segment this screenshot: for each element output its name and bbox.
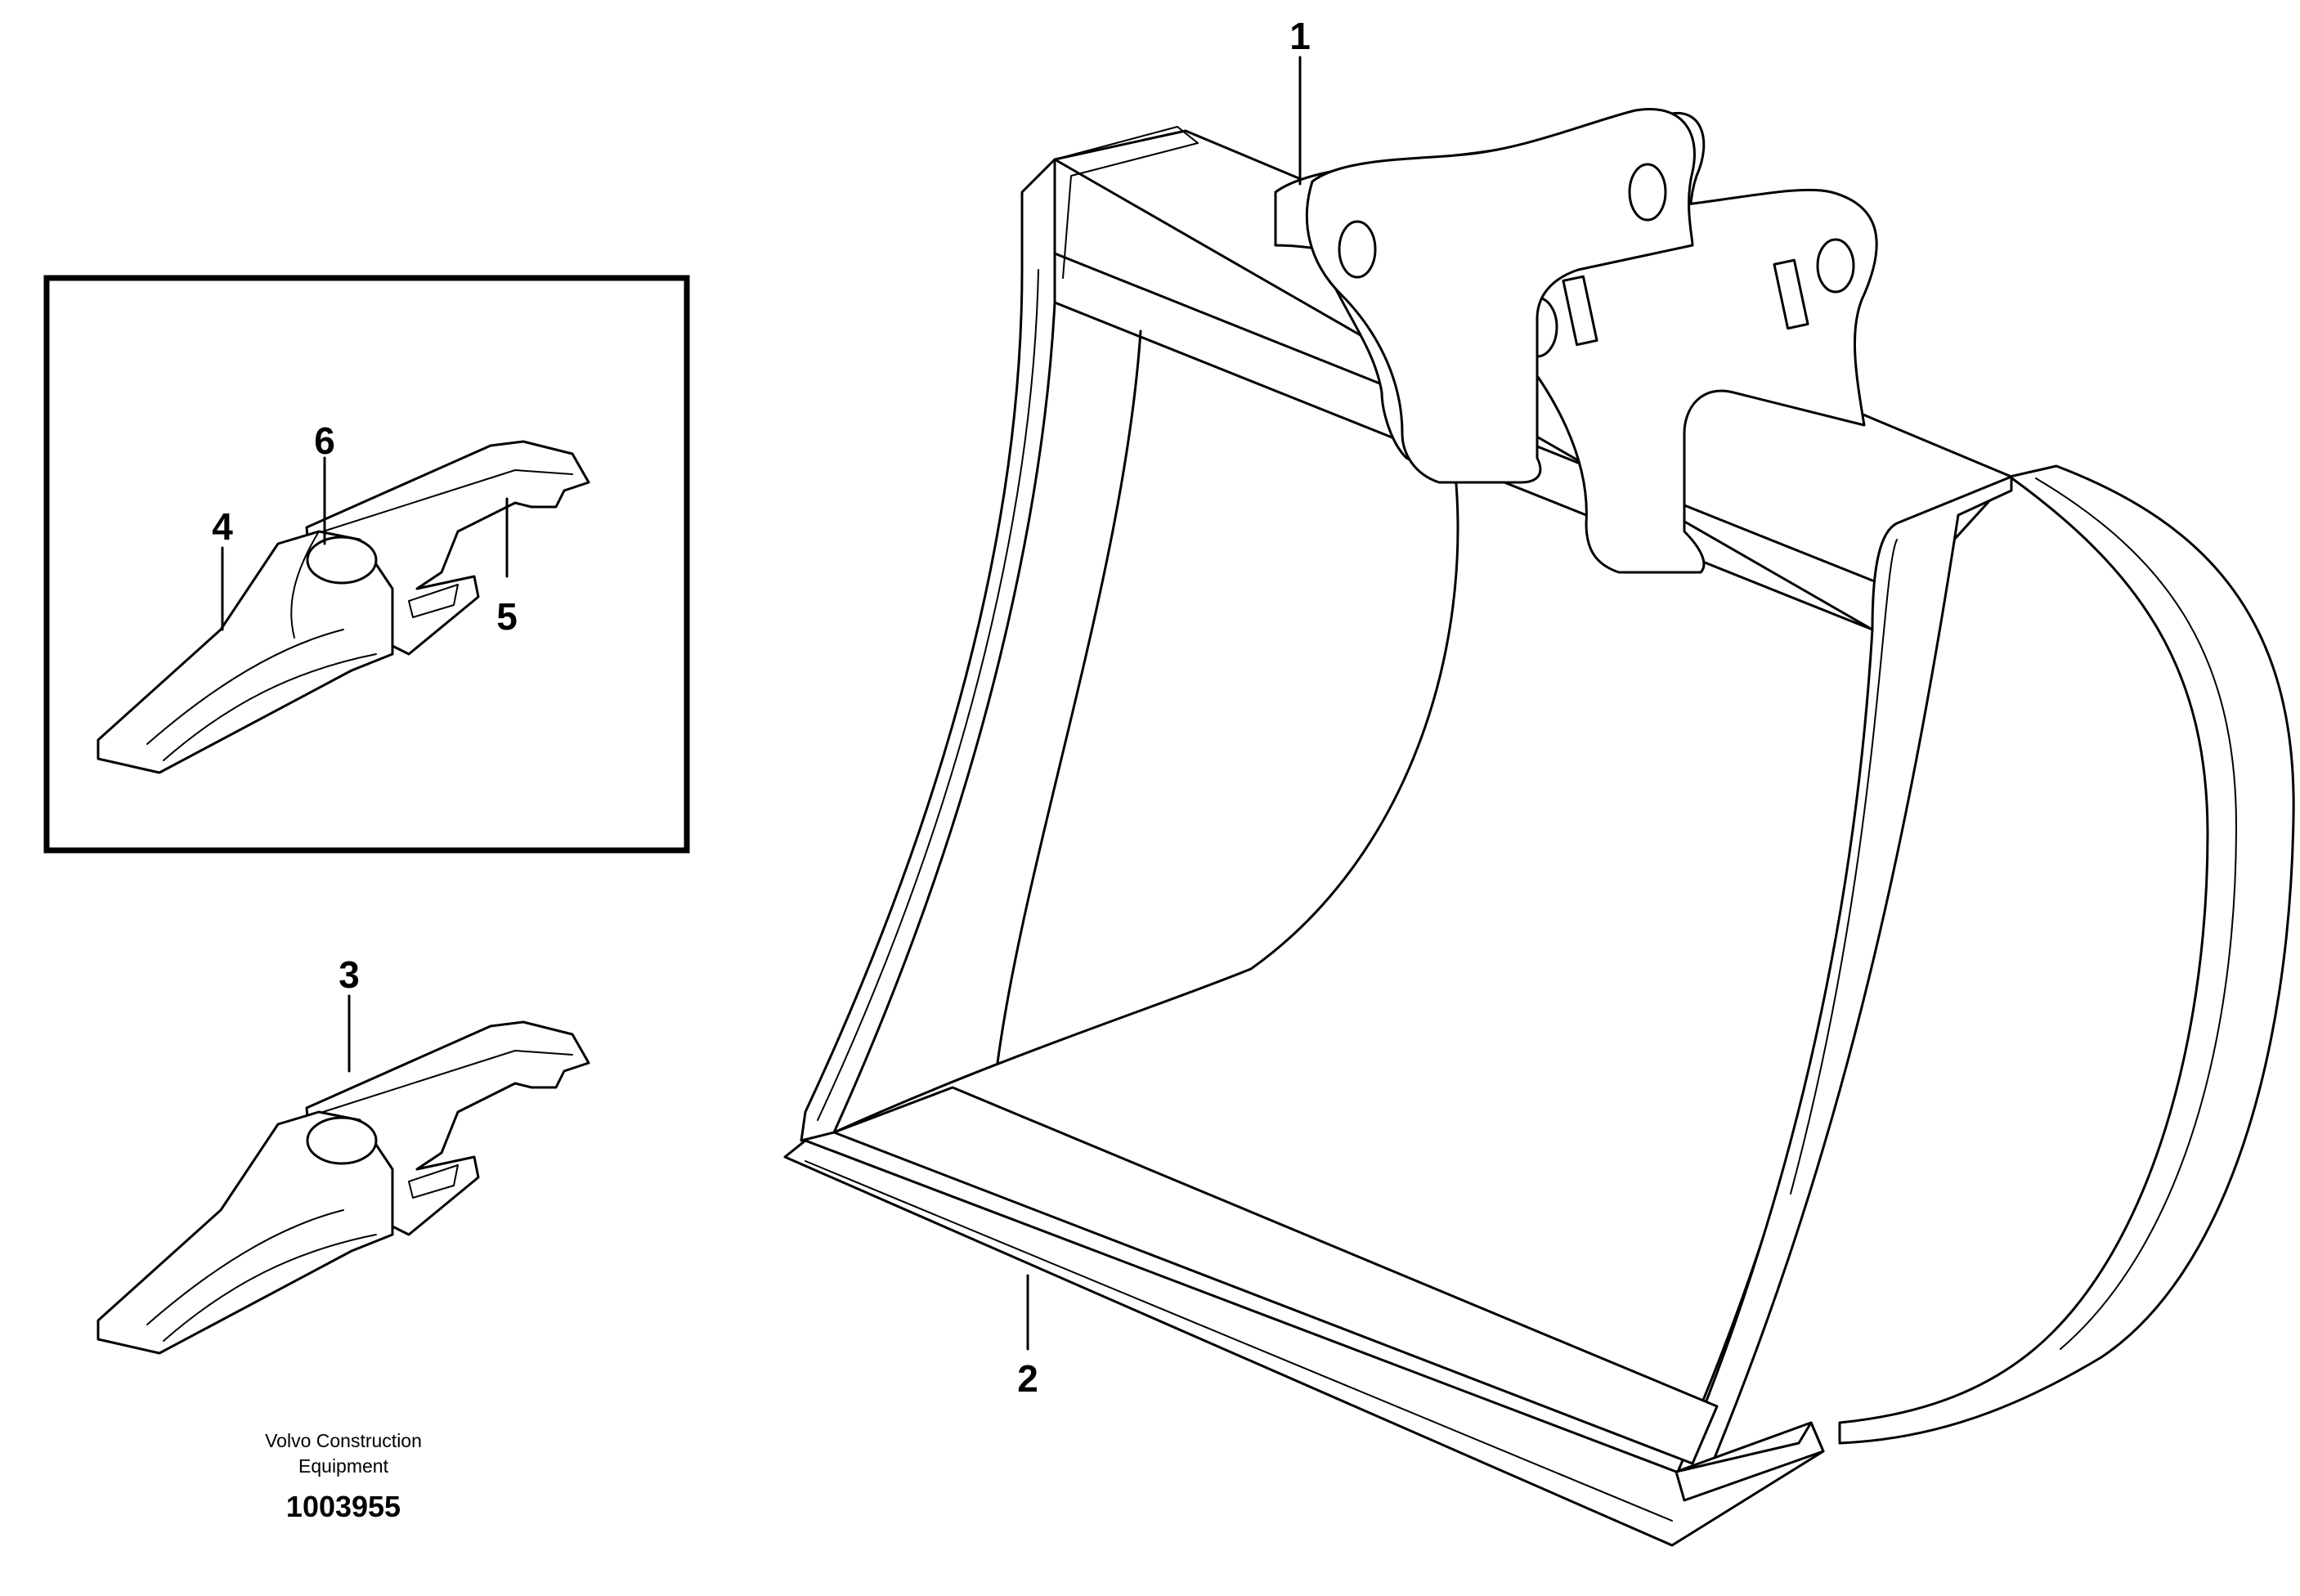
- bucket-back-inner-edge: [2035, 477, 2237, 1350]
- tooth-tip-groove: [146, 629, 344, 745]
- tooth-assembly-inset: [96, 440, 590, 774]
- callout-leaders: [221, 56, 1302, 1351]
- front-pin-hole-right: [1816, 238, 1855, 294]
- caption-line-2: Equipment: [298, 1455, 389, 1477]
- bucket-floor: [832, 1086, 1719, 1465]
- inset-frame: [43, 275, 690, 854]
- bucket-back-shell: [1838, 464, 2295, 1445]
- left-bracket-hole-a: [1338, 220, 1377, 279]
- inner-left-wall: [996, 330, 1142, 1065]
- right-side-plate-edge: [1790, 539, 1898, 1195]
- left-side-plate-inner: [1054, 126, 1199, 279]
- floor-crease: [833, 1132, 1693, 1464]
- callout-2: 2: [1017, 1357, 1038, 1400]
- callout-4: 4: [212, 505, 233, 548]
- left-mounting-bracket: [1305, 108, 1696, 484]
- retaining-pin: [306, 536, 378, 585]
- callout-1: 1: [1289, 15, 1311, 57]
- lock-pin-right: [1773, 258, 1809, 330]
- tooth3-tip-ridge: [163, 1234, 377, 1342]
- bucket: [783, 108, 2295, 1547]
- tooth-complete: [96, 1020, 590, 1355]
- left-side-plate-edge: [817, 269, 1039, 1121]
- caption-line-1: Volvo Construction: [265, 1430, 422, 1451]
- cutting-edge-right-corner: [1675, 1421, 1825, 1502]
- adapter-slot: [408, 584, 459, 618]
- right-side-plate: [1675, 475, 2013, 1477]
- callout-5: 5: [496, 595, 518, 638]
- tooth3-adapter-slot: [408, 1164, 459, 1199]
- left-side-plate: [800, 158, 1056, 1142]
- tooth3-tip-groove: [146, 1209, 344, 1325]
- inner-floor-curve: [832, 473, 1459, 1134]
- tooth3-adapter-ridge: [322, 1050, 573, 1113]
- tooth3-pin: [306, 1116, 378, 1165]
- callout-6: 6: [314, 419, 335, 462]
- tooth-tip-face: [290, 531, 320, 639]
- adapter-ridge: [322, 469, 573, 532]
- document-number: 1003955: [286, 1490, 401, 1523]
- cutting-edge-line: [805, 1160, 1673, 1522]
- lock-pin-left: [1562, 275, 1598, 347]
- tooth-tip-ridge: [163, 653, 377, 761]
- cutting-edge: [783, 1139, 1825, 1547]
- caption-block: Volvo Construction Equipment 1003955: [265, 1430, 422, 1523]
- callout-3: 3: [338, 953, 360, 996]
- left-bracket-hole-b: [1628, 163, 1667, 222]
